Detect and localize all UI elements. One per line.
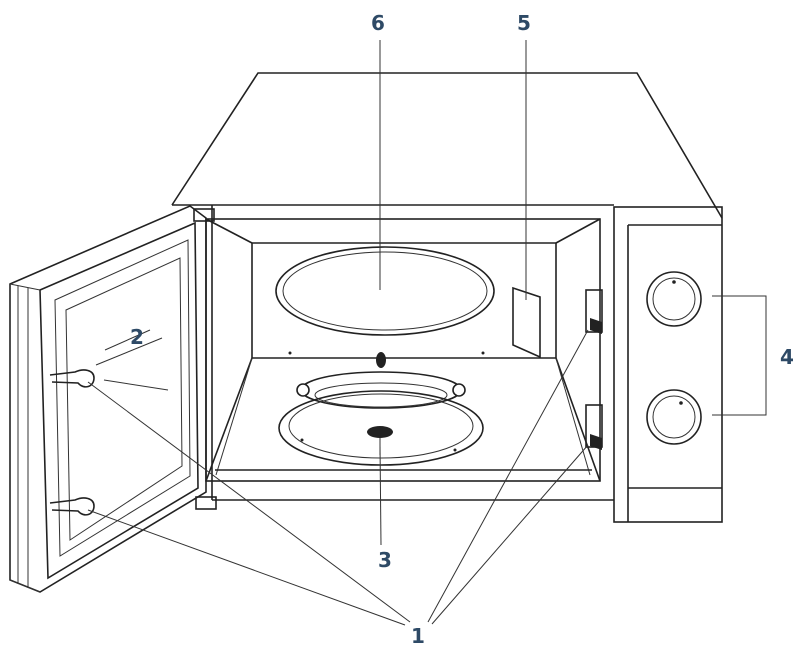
callout-2: 2 [130,325,144,349]
waveguide-cover [512,286,541,359]
latch-slot-lower [585,404,603,450]
cavity-marks [288,351,485,452]
roller-ring [296,352,466,409]
callout-6: 6 [371,11,385,35]
callout-4: 4 [780,345,794,369]
turntable-shaft [278,390,484,466]
housing [171,72,723,501]
door-latch-lower [49,497,95,516]
oven-cavity [205,218,601,482]
callout-3: 3 [378,548,392,572]
callout-5: 5 [517,11,531,35]
glass-tray [275,246,495,336]
callout-1: 1 [411,624,425,648]
control-panel [613,206,723,523]
open-door [9,205,217,593]
door-latch-upper [49,369,95,388]
leader-lines [87,40,767,626]
latch-slot-upper [585,289,603,334]
